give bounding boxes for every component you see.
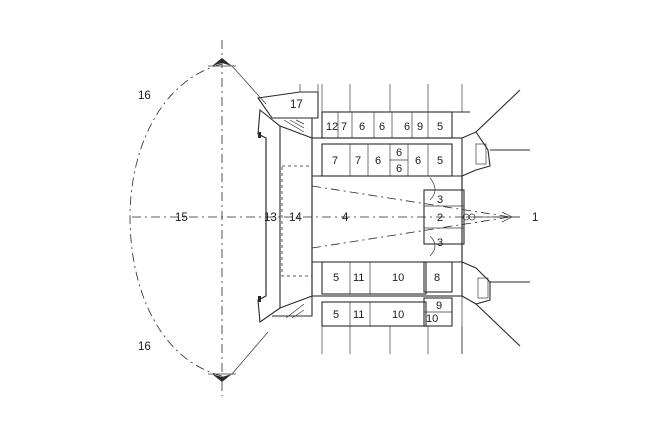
label-6-row2-b: 6	[396, 147, 402, 159]
diagonal-bottom-line	[231, 331, 269, 375]
label-7-row1: 7	[341, 121, 347, 133]
bottom-axis-marker	[208, 373, 236, 382]
bottom-row-2	[321, 297, 453, 327]
label-11-bottom-2: 11	[353, 309, 364, 321]
top-row-1	[321, 111, 470, 139]
label-10-bottom-3: 10	[426, 313, 438, 325]
room-17-block	[257, 84, 319, 119]
diagonal-top-line	[231, 65, 267, 105]
sightline-lower	[311, 216, 511, 249]
label-16-bottom: 16	[138, 341, 151, 353]
label-7-row2-b: 7	[355, 155, 361, 167]
label-5-bottom-1: 5	[333, 272, 339, 284]
label-9-row1: 9	[417, 121, 423, 133]
label-6-row1-c: 6	[404, 121, 410, 133]
label-17: 17	[290, 99, 303, 111]
label-6-row1-b: 6	[379, 121, 385, 133]
label-6-row2-d: 6	[415, 155, 421, 167]
label-10-bottom-1: 10	[392, 272, 404, 284]
label-6-row2-a: 6	[375, 155, 381, 167]
sightline-upper	[311, 185, 511, 218]
outer-ellipse-boundary	[129, 63, 223, 377]
label-1: 1	[532, 212, 538, 224]
right-wing-top	[461, 89, 530, 177]
stage-block	[257, 108, 313, 323]
label-9-bottom: 9	[436, 300, 442, 312]
label-5-row2: 5	[437, 155, 443, 167]
label-6-row1-a: 6	[359, 121, 365, 133]
label-4: 4	[342, 212, 349, 224]
structural-lines-top	[321, 84, 463, 112]
top-axis-marker	[208, 58, 236, 67]
label-16-top: 16	[138, 90, 151, 102]
label-3-bottom: 3	[437, 237, 443, 249]
label-8: 8	[434, 272, 440, 284]
bottom-row-1	[321, 261, 453, 295]
label-2: 2	[437, 212, 443, 224]
foyer-block	[423, 176, 465, 262]
entrance-arrow	[462, 211, 520, 223]
label-12: 12	[326, 121, 338, 133]
label-13: 13	[264, 212, 277, 224]
label-14: 14	[289, 212, 302, 224]
label-5-bottom-2: 5	[333, 309, 339, 321]
label-15: 15	[175, 212, 188, 224]
label-7-row2-a: 7	[332, 155, 338, 167]
top-row-2	[321, 143, 453, 177]
label-6-row2-c: 6	[396, 163, 402, 175]
label-3-top: 3	[437, 194, 443, 206]
structural-lines-bottom	[321, 326, 463, 354]
label-5-row1: 5	[437, 121, 443, 133]
label-10-bottom-2: 10	[392, 309, 404, 321]
label-11-bottom-1: 11	[353, 272, 364, 284]
right-wing-bottom	[461, 261, 530, 347]
